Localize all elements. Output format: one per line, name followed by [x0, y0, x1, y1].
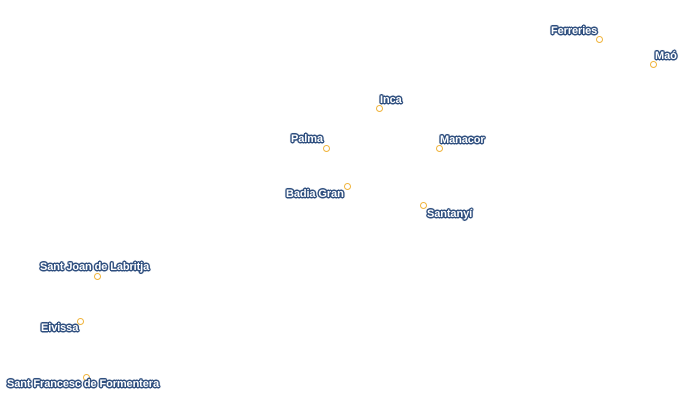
place-label-eivissa: Eivissa [41, 322, 79, 334]
place-label-sant-francesc-de-formentera: Sant Francesc de Formentera [7, 378, 159, 390]
place-marker-badia-gran[interactable] [344, 183, 351, 190]
place-label-mao: Maó [655, 50, 677, 62]
place-marker-mao[interactable] [650, 61, 657, 68]
place-marker-ferreries[interactable] [596, 36, 603, 43]
place-label-sant-joan-de-labritja: Sant Joan de Labritja [40, 261, 150, 273]
place-marker-palma[interactable] [323, 145, 330, 152]
place-marker-inca[interactable] [376, 105, 383, 112]
place-label-santanyi: Santanyí [427, 208, 473, 220]
place-marker-eivissa[interactable] [77, 318, 84, 325]
place-label-badia-gran: Badia Gran [286, 188, 344, 200]
place-label-inca: Inca [380, 94, 402, 106]
place-marker-santanyi[interactable] [420, 202, 427, 209]
place-marker-manacor[interactable] [436, 145, 443, 152]
place-marker-sant-joan-de-labritja[interactable] [94, 273, 101, 280]
place-label-palma: Palma [291, 133, 323, 145]
place-label-manacor: Manacor [440, 134, 485, 146]
place-label-ferreries: Ferreries [551, 25, 598, 37]
place-marker-sant-francesc-de-formentera[interactable] [83, 374, 90, 381]
